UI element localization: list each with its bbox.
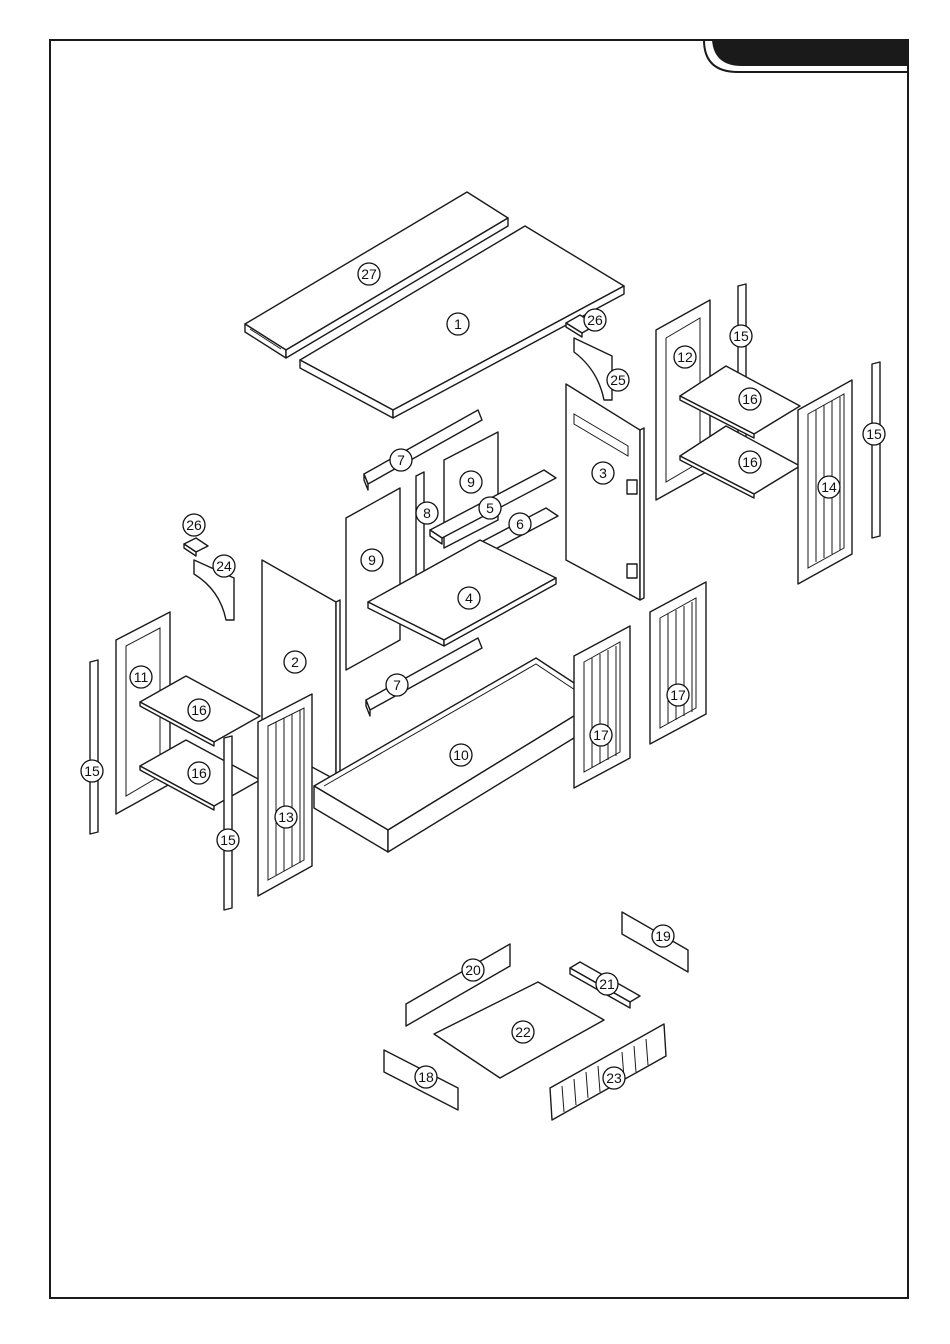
callout-part-8: 8 [416,502,438,524]
part-25-bracket [574,338,612,400]
callout-number: 27 [361,266,377,282]
callout-number: 18 [418,1069,434,1085]
callout-number: 7 [393,677,401,693]
callout-part-18: 18 [415,1066,437,1088]
callout-part-10: 10 [450,744,472,766]
callout-number: 16 [742,391,758,407]
part-3-side-panel [566,384,644,600]
callout-number: 26 [587,312,603,328]
callout-part-11: 11 [130,666,152,688]
part-9-left-panel [346,488,400,670]
callout-part-5: 5 [479,497,501,519]
callout-part-16-top-right-upper: 16 [739,388,761,410]
callout-part-15-top-right: 15 [730,325,752,347]
part-8-divider [416,472,424,582]
callout-number: 21 [599,976,615,992]
callout-part-19: 19 [652,925,674,947]
callout-part-14: 14 [818,476,840,498]
callout-part-25: 25 [607,369,629,391]
callout-part-7-lower: 7 [386,674,408,696]
callout-part-22: 22 [512,1021,534,1043]
callout-number: 12 [677,349,693,365]
callout-part-2: 2 [284,651,306,673]
callout-part-26-left: 26 [183,514,205,536]
callout-part-9-right: 9 [460,471,482,493]
callout-number: 10 [453,747,469,763]
corner-tab-fill [712,40,908,66]
part-15-left-inner-post [224,736,232,910]
callout-part-15-left-inner: 15 [217,829,239,851]
callout-number: 13 [278,809,294,825]
callout-part-15-left-outer: 15 [81,760,103,782]
callout-number: 26 [186,517,202,533]
callout-part-1: 1 [447,313,469,335]
part-13-door [258,694,312,896]
callout-part-27: 27 [358,263,380,285]
callout-number: 1 [454,316,462,332]
callout-part-17-left: 17 [590,724,612,746]
callout-part-17-right: 17 [667,684,689,706]
callout-number: 4 [465,590,473,606]
callout-part-16-left-upper: 16 [188,699,210,721]
callout-number: 17 [593,727,609,743]
part-15-left-outer-post [90,660,98,834]
callout-number: 22 [515,1024,531,1040]
callout-number: 14 [821,479,837,495]
callout-part-13: 13 [275,806,297,828]
callout-number: 23 [606,1070,622,1086]
callout-part-21: 21 [596,973,618,995]
callout-number: 3 [599,465,607,481]
callout-number: 16 [191,765,207,781]
callout-part-4: 4 [458,587,480,609]
callout-number: 9 [368,552,376,568]
callout-part-3: 3 [592,462,614,484]
callout-number: 19 [655,928,671,944]
callout-number: 6 [516,516,524,532]
callout-number: 8 [423,505,431,521]
callout-part-7-upper: 7 [390,449,412,471]
callout-number: 15 [866,426,882,442]
callout-part-9-left: 9 [361,549,383,571]
callout-number: 17 [670,687,686,703]
part-17-left-door [574,626,630,788]
part-17-right-door [650,582,706,744]
callout-number: 2 [291,654,299,670]
callout-part-24: 24 [213,555,235,577]
part-26-left-block [184,538,208,556]
callout-number: 15 [220,832,236,848]
callout-number: 15 [84,763,100,779]
part-15-right-post [872,362,880,538]
callout-part-16-top-right-lower: 16 [739,451,761,473]
callout-number: 9 [467,474,475,490]
callout-part-12: 12 [674,346,696,368]
callout-number: 25 [610,372,626,388]
callout-number: 24 [216,558,232,574]
callout-number: 20 [465,962,481,978]
callout-part-6: 6 [509,513,531,535]
callout-part-16-left-lower: 16 [188,762,210,784]
callout-part-15-right: 15 [863,423,885,445]
callout-part-23: 23 [603,1067,625,1089]
callout-number: 7 [397,452,405,468]
callout-number: 16 [742,454,758,470]
callout-number: 15 [733,328,749,344]
callout-number: 5 [486,500,494,516]
callout-part-20: 20 [462,959,484,981]
callout-part-26-right: 26 [584,309,606,331]
callout-number: 16 [191,702,207,718]
callout-number: 11 [134,669,149,685]
